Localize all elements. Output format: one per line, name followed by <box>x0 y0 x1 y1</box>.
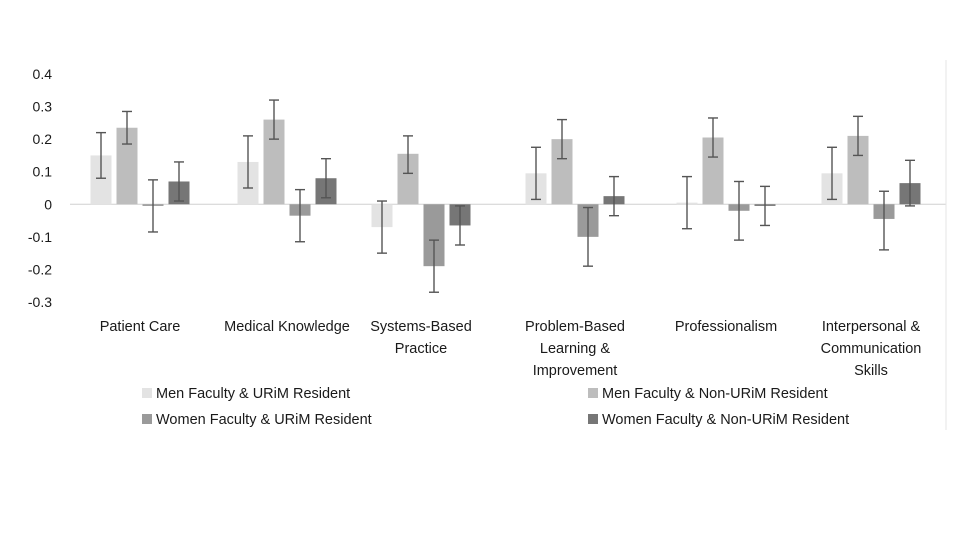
category-label-line: Learning & <box>540 341 610 357</box>
category-label: Professionalism <box>675 319 777 335</box>
category-label-line: Improvement <box>533 363 618 379</box>
bar <box>263 119 285 205</box>
bar <box>702 137 724 205</box>
category-label-line: Communication <box>821 341 922 357</box>
bar <box>90 155 112 205</box>
legend-swatch <box>588 414 598 424</box>
category-label-line: Problem-Based <box>525 319 625 335</box>
category-label: Patient Care <box>100 319 181 335</box>
legend-swatch <box>588 388 598 398</box>
legend-label: Men Faculty & URiM Resident <box>156 386 350 402</box>
category-label-line: Medical Knowledge <box>224 319 350 335</box>
y-tick-label: 0.1 <box>33 164 53 180</box>
legend-label: Men Faculty & Non-URiM Resident <box>602 386 828 402</box>
bar <box>423 204 445 267</box>
category-label-line: Professionalism <box>675 319 777 335</box>
bar <box>116 127 138 205</box>
y-tick-label: -0.2 <box>28 261 52 277</box>
y-tick-label: -0.1 <box>28 229 52 245</box>
category-label: Medical Knowledge <box>224 319 350 335</box>
bar <box>847 135 869 205</box>
legend-label: Women Faculty & URiM Resident <box>156 412 372 428</box>
category-label-line: Interpersonal & <box>822 319 921 335</box>
category-label-line: Systems-Based <box>370 319 472 335</box>
category-label-line: Practice <box>395 341 447 357</box>
y-tick-label: 0.2 <box>33 131 53 147</box>
y-tick-label: -0.3 <box>28 294 52 310</box>
bar <box>551 139 573 205</box>
category-label-line: Patient Care <box>100 319 181 335</box>
legend-swatch <box>142 388 152 398</box>
y-tick-label: 0 <box>44 196 52 212</box>
bar <box>397 153 419 205</box>
y-tick-label: 0.3 <box>33 99 53 115</box>
legend-label: Women Faculty & Non-URiM Resident <box>602 412 849 428</box>
y-tick-label: 0.4 <box>33 66 53 82</box>
legend-swatch <box>142 414 152 424</box>
category-label-line: Skills <box>854 363 888 379</box>
